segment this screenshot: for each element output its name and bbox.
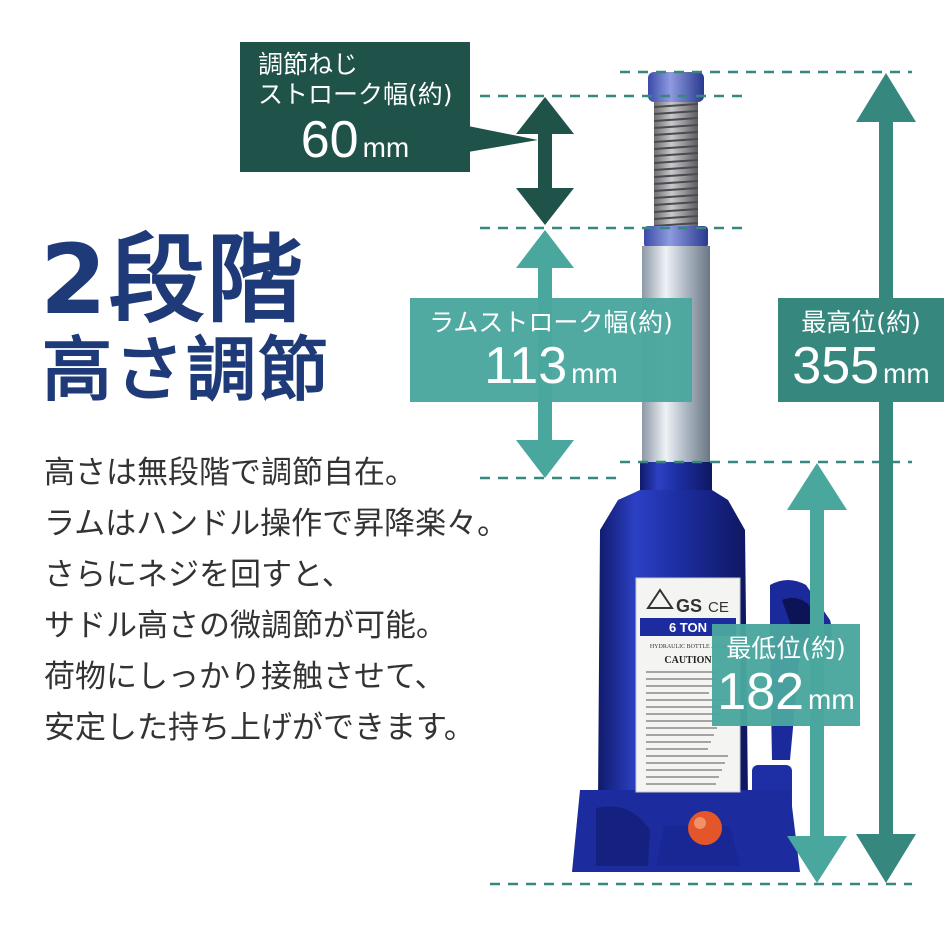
description-line: 荷物にしっかり接触させて、 <box>44 659 446 695</box>
description-text: 高さは無段階で調節自在。 ラムはハンドル操作で昇降楽々。 さらにネジを回すと、 … <box>44 448 508 754</box>
max-height-value: 355 <box>792 337 880 395</box>
saddle-cap <box>648 72 704 102</box>
capacity-text: 6 TON <box>669 620 707 635</box>
screw-thread <box>653 180 699 185</box>
max-height-unit: mm <box>883 358 930 389</box>
min-height-unit: mm <box>808 684 855 715</box>
ram-collar <box>644 226 708 248</box>
ram-stroke-unit: mm <box>571 358 618 389</box>
screw-thread <box>653 201 699 206</box>
screw-stroke-box <box>240 42 470 172</box>
description-line: 高さは無段階で調節自在。 <box>44 455 416 491</box>
label-subtitle: HYDRAULIC BOTTLE JACK <box>650 644 727 650</box>
caution-heading: CAUTION <box>664 655 712 666</box>
screw-stroke-value: 60 <box>300 111 359 169</box>
max-caption: 最高位(約) <box>801 308 921 337</box>
max-height-box <box>778 298 944 402</box>
screw-caption-1: 調節ねじ <box>258 50 359 79</box>
headline-height-adjust: 高さ調節 <box>42 329 330 411</box>
screw-caption-2: ストローク幅(約) <box>258 80 453 109</box>
description-line: さらにネジを回すと、 <box>44 557 353 593</box>
min-height-box <box>712 624 860 726</box>
screw-thread <box>653 194 699 199</box>
screw-thread <box>653 110 699 115</box>
ram-caption: ラムストローク幅(約) <box>429 308 673 337</box>
screw-thread <box>653 152 699 157</box>
screw-thread <box>653 159 699 164</box>
min-caption: 最低位(約) <box>726 634 846 663</box>
headline-two-stage: 2段階 <box>40 224 305 336</box>
ce-mark: CE <box>708 599 729 616</box>
jack-neck <box>640 462 712 492</box>
bottle-jack: GS CE 6 TON HYDRAULIC BOTTLE JACK CAUTIO… <box>572 72 832 872</box>
ram-stroke-box <box>410 298 692 402</box>
min-height-value: 182 <box>717 663 805 721</box>
description-line: ラムはハンドル操作で昇降楽々。 <box>44 506 509 542</box>
screw-thread <box>653 222 699 227</box>
screw-thread <box>653 124 699 129</box>
adjusting-screw <box>654 95 698 235</box>
screw-thread <box>653 117 699 122</box>
description-line: サドル高さの微調節が可能。 <box>44 608 447 644</box>
screw-thread <box>653 103 699 108</box>
ram-stroke-value: 113 <box>484 337 568 395</box>
screw-thread <box>653 138 699 143</box>
screw-thread <box>653 131 699 136</box>
gs-mark: GS <box>676 596 702 616</box>
reference-lines <box>480 70 912 886</box>
screw-stroke-unit: mm <box>362 132 410 163</box>
release-valve-knob <box>688 811 722 845</box>
description-line: 安定した持ち上げができます。 <box>44 710 475 746</box>
screw-thread <box>653 166 699 171</box>
screw-thread <box>653 187 699 192</box>
label-boxes <box>240 42 944 726</box>
screw-thread <box>653 145 699 150</box>
label-marks: GS CE <box>646 588 729 616</box>
screw-thread <box>653 173 699 178</box>
screw-thread <box>653 208 699 213</box>
screw-thread <box>653 215 699 220</box>
